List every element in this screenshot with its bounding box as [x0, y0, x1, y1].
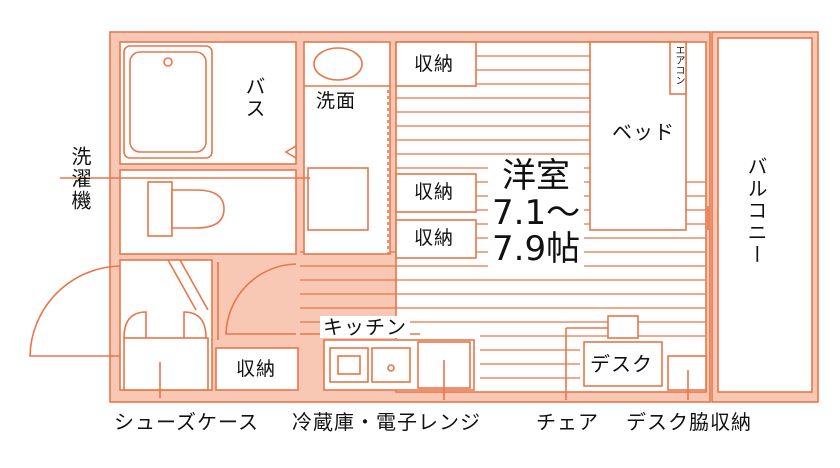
wash-basin: [313, 47, 363, 81]
aircon-label: エアコン: [673, 45, 684, 85]
room-size-line1: 7.1〜: [492, 192, 581, 233]
washing-machine-pan: [307, 167, 369, 231]
bathtub-drain: [163, 57, 173, 67]
shoe-door-right: [183, 311, 207, 339]
desk: [583, 341, 663, 387]
washroom-label: 洗面: [316, 90, 357, 112]
storage-bottom: [215, 347, 299, 391]
desk-side-storage-label: デスク脇収納: [626, 410, 752, 434]
bath-label: バス: [242, 76, 266, 120]
bed-label: ベッド: [612, 120, 675, 144]
room-label-block: 洋室 7.1〜 7.9帖: [488, 156, 585, 270]
storage-bottom-label: 収納: [236, 358, 277, 380]
room-size-line2: 7.9帖: [492, 229, 581, 270]
sink: [329, 347, 369, 383]
kitchen-label: キッチン: [320, 316, 410, 338]
fridge-microwave-label: 冷蔵庫・電子レンジ: [292, 410, 481, 434]
storage-top: [395, 41, 477, 87]
desk-label: デスク: [590, 352, 653, 376]
storage-top-label: 収納: [414, 53, 455, 75]
shoe-case: [123, 337, 209, 391]
toilet-bowl: [171, 189, 225, 229]
sink-inner: [337, 355, 361, 375]
aircon-unit: [669, 41, 687, 95]
western-room-label: 洋室: [502, 156, 571, 196]
shoe-case-label: シューズケース: [114, 410, 259, 434]
washing-machine-label: 洗濯機: [68, 146, 92, 212]
chair-label: チェア: [536, 410, 599, 434]
storage-mid1-label: 収納: [414, 181, 455, 203]
storage-mid1: [395, 173, 477, 213]
toilet-tank: [147, 181, 173, 237]
balcony-label: バルコニー: [744, 156, 768, 266]
bath-door-marker: [284, 144, 297, 160]
storage-mid2: [395, 219, 477, 259]
balcony-floor: [717, 37, 813, 393]
storage-mid2-label: 収納: [414, 227, 455, 249]
chair: [607, 315, 639, 339]
bathtub-inner: [129, 51, 207, 153]
desk-side-storage: [667, 355, 707, 391]
entrance-door-swing: [29, 265, 121, 357]
room-door-swing: [225, 263, 297, 335]
shoe-door-left: [123, 311, 147, 339]
